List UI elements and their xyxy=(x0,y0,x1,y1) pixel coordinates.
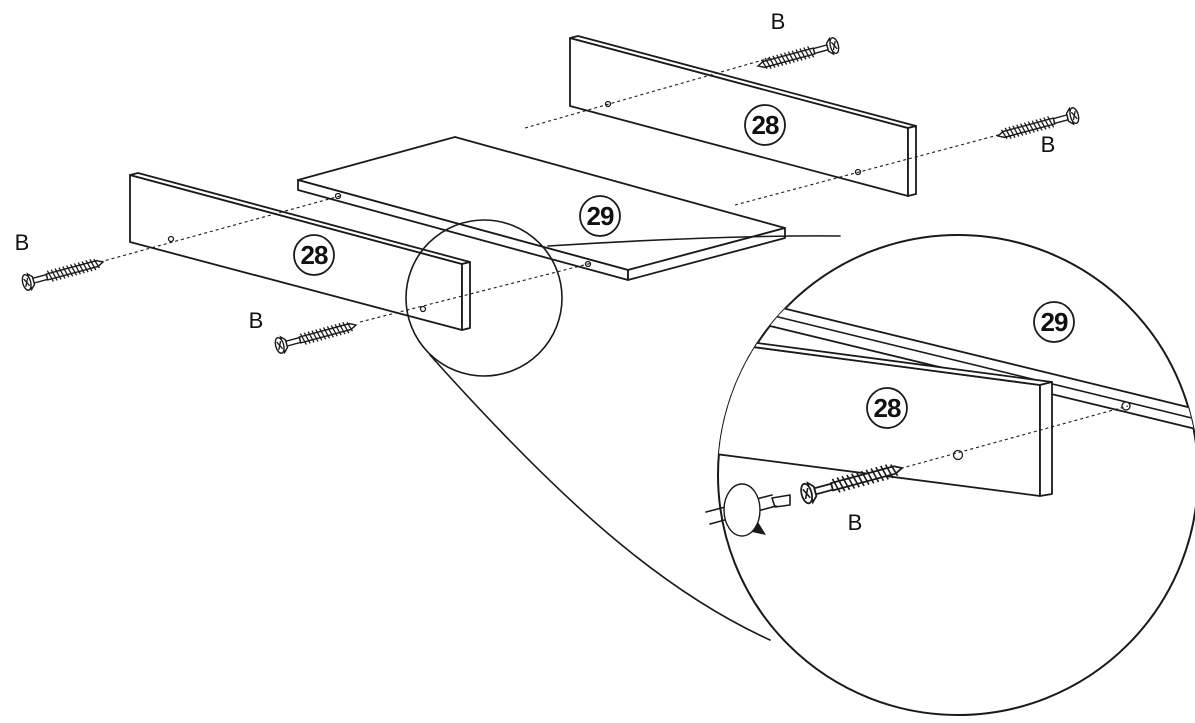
screw-label: B xyxy=(848,510,863,535)
screw-icon xyxy=(755,36,841,75)
screw-icon xyxy=(273,316,359,355)
magnifier-callout xyxy=(405,219,841,641)
part-badge-29-detail: 29 xyxy=(1033,301,1075,343)
screwdriver-icon xyxy=(705,483,791,537)
part-number-label: 28 xyxy=(752,110,779,140)
part-number-label: 28 xyxy=(874,393,901,423)
screw-icon xyxy=(995,106,1081,145)
detail-view: 29 28 B xyxy=(705,234,1195,716)
screw-label: B xyxy=(771,9,786,34)
part-number-label: 29 xyxy=(1041,307,1068,337)
part-badge-28-detail: 28 xyxy=(866,387,908,429)
shelf-panel xyxy=(297,136,786,281)
screw-label: B xyxy=(249,308,264,333)
part-badge-28-back: 28 xyxy=(744,104,786,146)
side-panel-back xyxy=(569,35,917,197)
screw-label: B xyxy=(1041,132,1056,157)
part-badge-29: 29 xyxy=(579,195,621,237)
part-number-label: 29 xyxy=(587,201,614,231)
part-badge-28-front: 28 xyxy=(293,234,335,276)
alignment-lines xyxy=(99,57,1003,323)
screw-icon xyxy=(20,253,106,292)
part-number-label: 28 xyxy=(301,240,328,270)
screw-label: B xyxy=(15,230,30,255)
